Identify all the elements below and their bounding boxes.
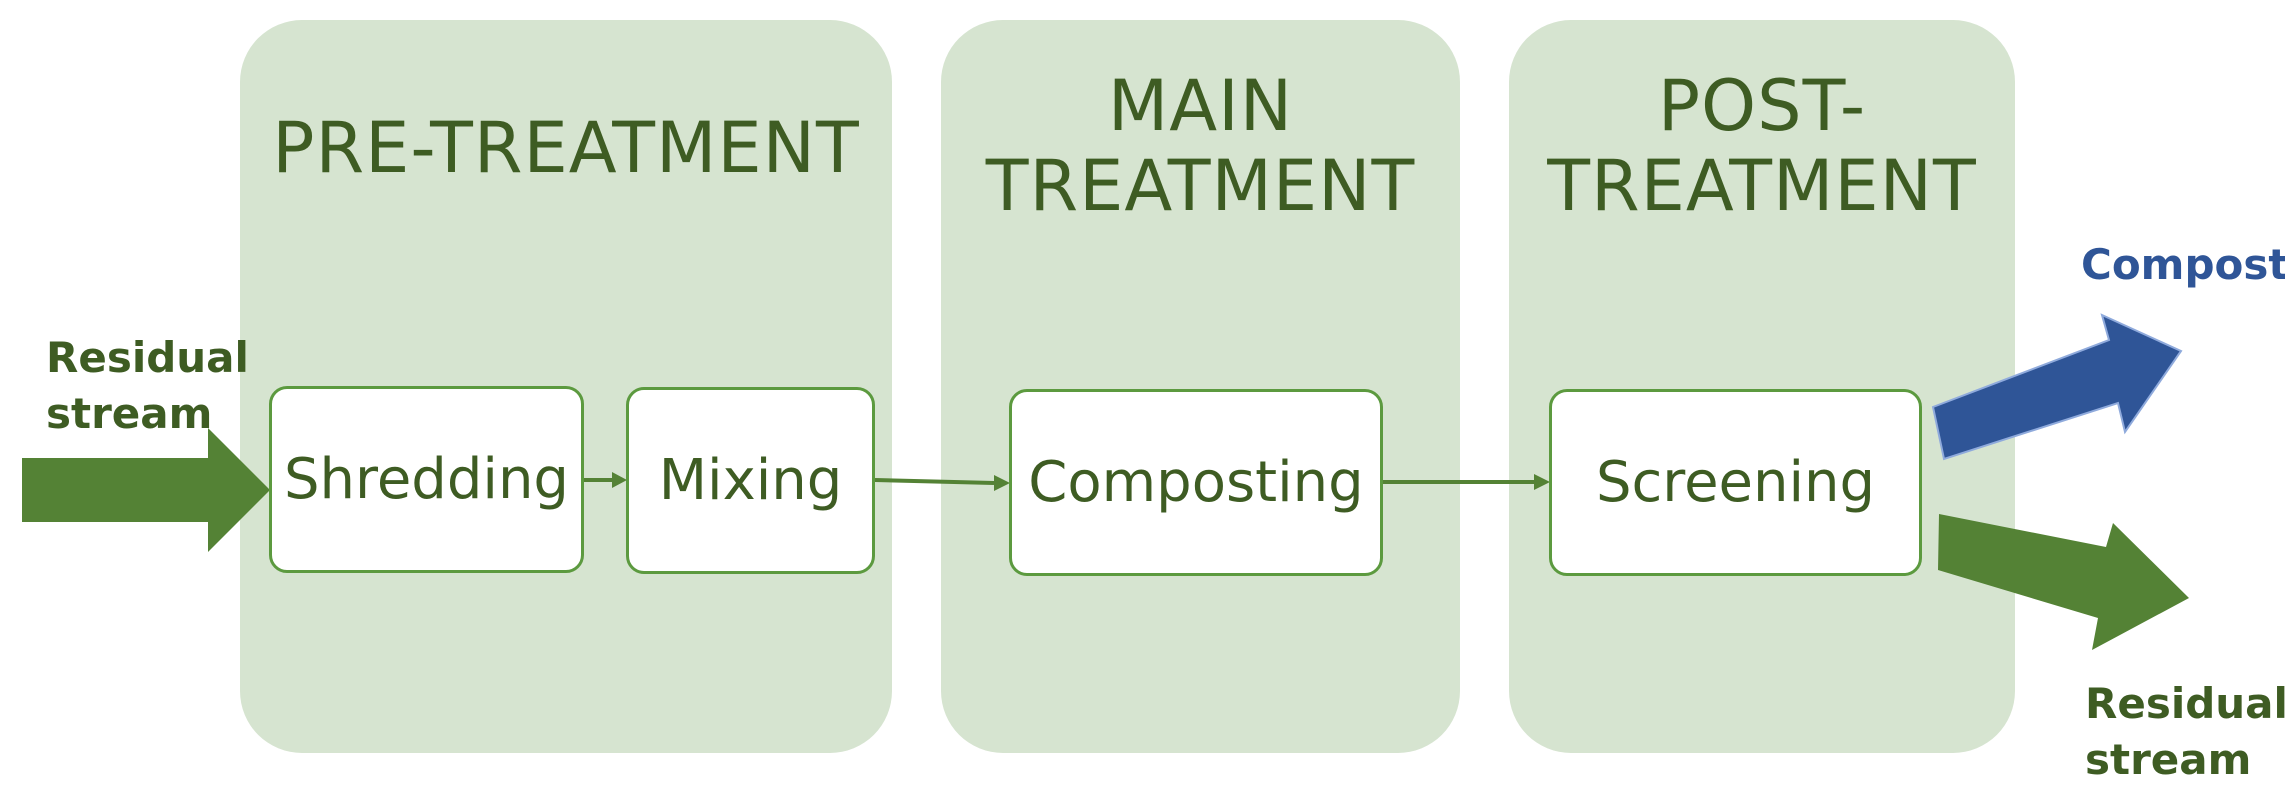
screening-box: Screening (1549, 389, 1922, 576)
screening-label: Screening (1595, 450, 1876, 515)
composting-label: Composting (1028, 450, 1364, 515)
connector-shredding-mixing-head (612, 472, 627, 488)
post-treatment-title-line-2: TREATMENT (1547, 145, 1977, 227)
shredding-label: Shredding (284, 447, 569, 512)
pre-treatment-title: PRE-TREATMENT (240, 108, 892, 188)
post-treatment-title: POST- TREATMENT (1509, 66, 2015, 226)
output-residual-stream-label: Residual stream (2085, 676, 2285, 788)
mixing-box: Mixing (626, 387, 875, 574)
input-residual-stream-label: Residual stream (46, 330, 249, 442)
main-treatment-title-line-2: TREATMENT (985, 145, 1416, 227)
compost-label: Compost (2081, 237, 2285, 293)
residual-output-arrow (1938, 514, 2189, 650)
input-arrow (22, 428, 270, 552)
post-treatment-panel: POST- TREATMENT (1509, 20, 2015, 753)
composting-box: Composting (1009, 389, 1383, 576)
main-treatment-title-line-1: MAIN (1107, 65, 1294, 147)
connector-mixing-composting-head (994, 475, 1010, 491)
connector-mixing-composting (874, 478, 995, 485)
input-label-line-2: stream (46, 389, 213, 438)
main-treatment-title: MAIN TREATMENT (941, 66, 1460, 226)
pre-treatment-title-line: PRE-TREATMENT (272, 107, 860, 189)
input-label-line-1: Residual (46, 333, 249, 382)
post-treatment-title-line-1: POST- (1657, 65, 1867, 147)
connector-composting-screening-head (1534, 474, 1550, 490)
main-treatment-panel: MAIN TREATMENT (941, 20, 1460, 753)
mixing-label: Mixing (658, 448, 843, 513)
output-label-line-2: stream (2085, 735, 2252, 784)
shredding-box: Shredding (269, 386, 584, 573)
compost-output-arrow (1931, 313, 2183, 461)
output-label-line-1: Residual (2085, 679, 2285, 728)
compost-label-text: Compost (2081, 240, 2285, 289)
